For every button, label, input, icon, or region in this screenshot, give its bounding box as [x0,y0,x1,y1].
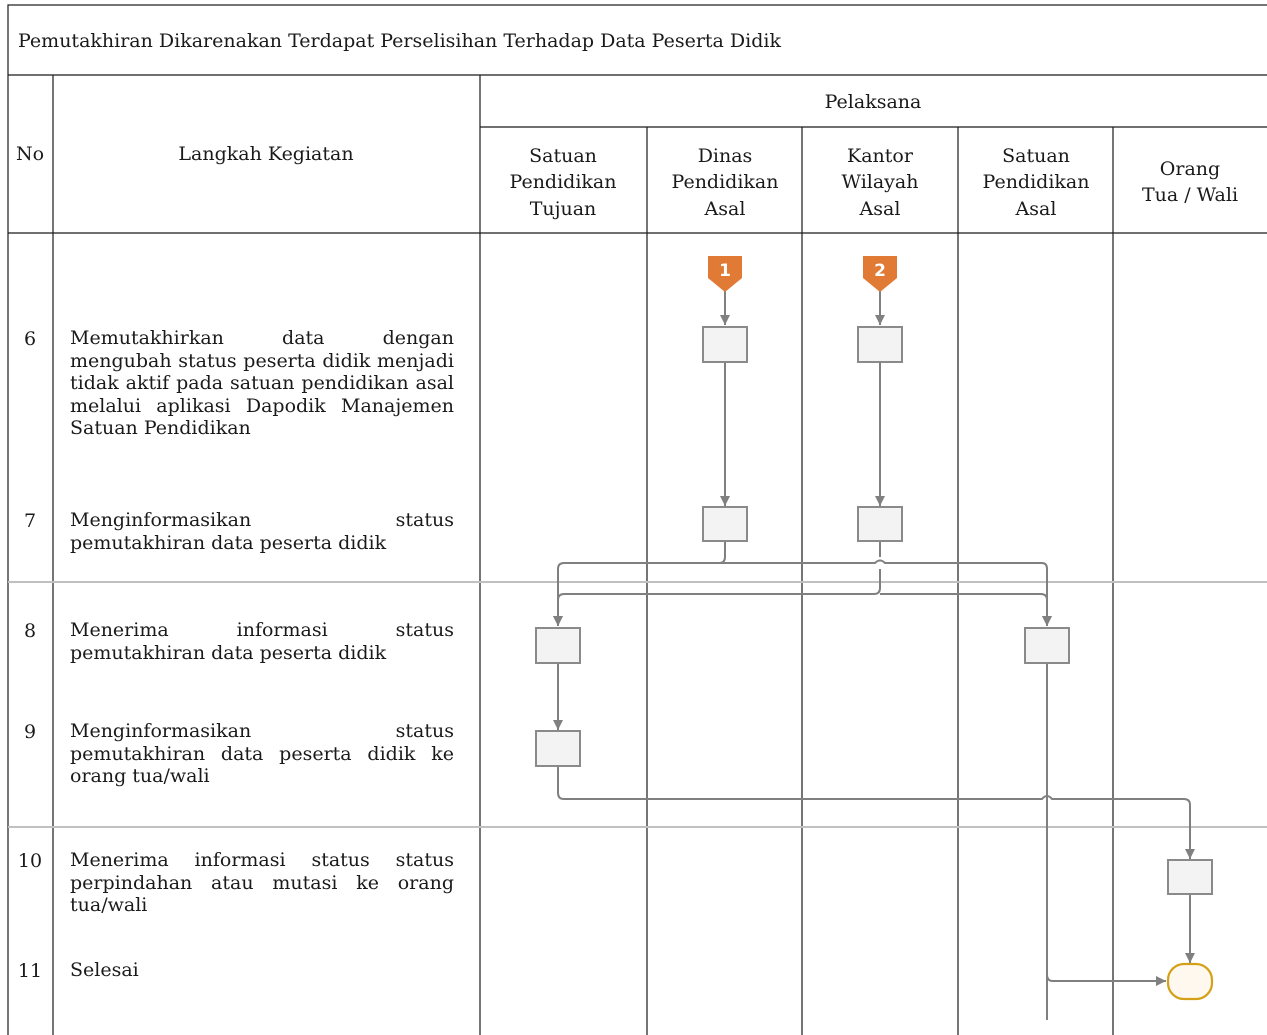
step-number-11: 11 [17,960,43,982]
process-box-step8-asal [1024,627,1070,664]
diagram-title: Pemutakhiran Dikarenakan Terdapat Persel… [18,30,781,52]
step-text-11: Selesai [70,959,139,981]
lane-header-dinas-pendidikan-asal: Dinas Pendidikan Asal [672,145,779,220]
lane-header-satuan-pendidikan-asal: Satuan Pendidikan Asal [983,145,1090,220]
svg-text:Pendidikan: Pendidikan [983,171,1090,193]
process-box-step7-kantor [857,506,903,542]
header-pelaksana: Pelaksana [825,91,922,113]
svg-text:Tua / Wali: Tua / Wali [1142,184,1238,206]
svg-text:Wilayah: Wilayah [842,171,919,193]
arrow-box7b-to-box8b [880,593,1052,626]
svg-text:Orang: Orang [1160,158,1220,180]
process-box-step6-dinas [702,326,748,363]
lane-header-orang-tua-wali: Orang Tua / Wali [1142,158,1238,206]
arrow-box8b-to-end [1046,663,1166,1020]
row-separators [8,581,1267,828]
step-number-9: 9 [23,721,37,743]
svg-text:Pendidikan: Pendidikan [672,171,779,193]
process-box-step7-dinas [702,506,748,542]
step-text-9: Menginformasikan status pemutakhiran dat… [70,720,454,787]
step-text-6: Memutakhirkan data dengan mengubah statu… [70,327,454,439]
step-text-10: Menerima informasi status status perpind… [70,849,454,916]
step-number-10: 10 [17,850,43,872]
svg-text:Asal: Asal [859,198,901,220]
svg-text:Dinas: Dinas [698,145,753,167]
header-langkah-kegiatan: Langkah Kegiatan [178,143,353,165]
svg-text:Kantor: Kantor [847,145,914,167]
svg-text:Tujuan: Tujuan [530,198,597,220]
offpage-connector-2: 2 [863,256,897,292]
svg-text:2: 2 [874,261,886,281]
header-no: No [16,143,44,165]
step-number-8: 8 [23,620,37,642]
svg-text:1: 1 [719,261,731,281]
offpage-connector-1: 1 [708,256,742,292]
step-number-6: 6 [23,328,37,350]
process-box-step10-orangtua [1167,859,1213,895]
svg-text:Pendidikan: Pendidikan [510,171,617,193]
lane-header-satuan-pendidikan-tujuan: Satuan Pendidikan Tujuan [510,145,617,220]
lane-header-kantor-wilayah-asal: Kantor Wilayah Asal [842,145,919,220]
svg-text:Satuan: Satuan [529,145,597,167]
arrow-box7a-distribution [718,541,1052,626]
terminator-end [1166,962,1214,1001]
flow-lines [553,290,1195,1020]
svg-text:Asal: Asal [704,198,746,220]
arrow-box7b-distribution [558,541,881,626]
svg-text:Satuan: Satuan [1002,145,1070,167]
svg-text:Asal: Asal [1015,198,1057,220]
step-text-7: Menginformasikan status pemutakhiran dat… [70,509,454,554]
process-boxes [535,326,1213,895]
step-number-7: 7 [23,510,37,532]
arrow-box7a-to-box8a [553,562,725,626]
step-text-8: Menerima informasi status pemutakhiran d… [70,619,454,664]
process-box-step6-kantor [857,326,903,363]
arrow-box9-to-box10 [557,766,1195,859]
process-box-step9-tujuan [535,730,581,767]
process-box-step8-tujuan [535,627,581,664]
